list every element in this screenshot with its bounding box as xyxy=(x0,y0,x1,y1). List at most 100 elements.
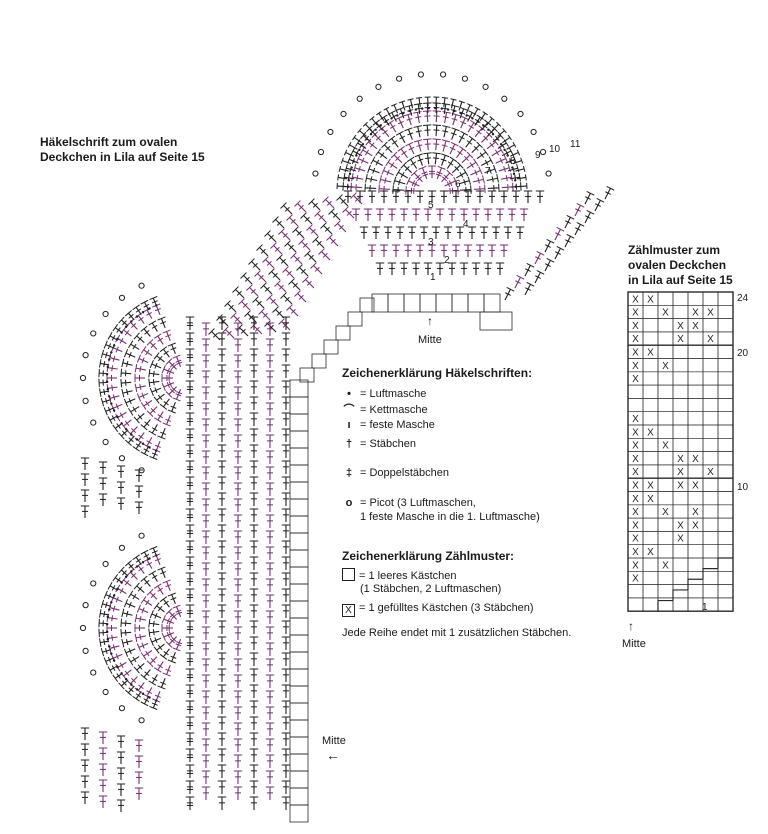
double-stitch xyxy=(217,460,227,474)
double-stitch xyxy=(266,294,279,307)
double-stitch xyxy=(136,642,149,652)
double-stitch xyxy=(233,786,243,800)
single-stitch xyxy=(472,106,481,117)
treble-stitch xyxy=(185,332,195,346)
double-stitch xyxy=(413,111,422,124)
grid-cell xyxy=(702,344,719,359)
round-number-11: 11 xyxy=(570,139,581,150)
double-stitch xyxy=(201,594,211,608)
grid-cell-mark: X xyxy=(647,547,654,558)
double-stitch xyxy=(249,316,259,330)
double-stitch xyxy=(360,146,373,157)
double-stitch xyxy=(356,154,369,164)
grid-cell xyxy=(687,384,704,399)
double-stitch xyxy=(386,120,397,133)
chain-stitch xyxy=(105,630,109,633)
grid-cell xyxy=(672,304,689,319)
double-stitch xyxy=(103,656,115,666)
double-stitch xyxy=(441,102,451,115)
double-stitch xyxy=(116,497,126,510)
double-stitch xyxy=(256,244,269,257)
double-stitch xyxy=(403,112,413,126)
double-stitch xyxy=(281,524,291,538)
double-stitch xyxy=(265,690,275,704)
grid-cell xyxy=(702,424,719,439)
picot xyxy=(102,438,109,446)
single-stitch xyxy=(399,100,406,111)
treble-stitch xyxy=(185,476,195,490)
grid-cell xyxy=(642,437,659,452)
double-stitch xyxy=(471,141,483,153)
double-stitch xyxy=(422,124,432,137)
double-stitch xyxy=(378,125,390,138)
double-stitch xyxy=(406,156,418,169)
chain-stitch xyxy=(390,117,393,120)
double-stitch xyxy=(387,135,399,148)
double-stitch xyxy=(201,498,211,512)
double-stitch xyxy=(447,262,457,275)
single-stitch xyxy=(486,116,495,126)
double-stitch xyxy=(441,139,451,152)
mitte-label-top: Mitte xyxy=(418,334,442,346)
picot xyxy=(138,282,145,289)
double-stitch xyxy=(99,359,110,368)
double-stitch xyxy=(584,209,595,224)
double-stitch xyxy=(282,266,295,279)
double-stitch xyxy=(423,208,433,221)
double-stitch xyxy=(208,328,221,341)
double-stitch xyxy=(281,684,291,698)
single-stitch xyxy=(347,141,358,150)
double-stitch xyxy=(265,418,275,432)
double-stitch xyxy=(249,572,259,586)
grid-cell-mark: X xyxy=(692,321,699,332)
chain-stitch xyxy=(108,395,111,398)
double-stitch xyxy=(463,244,473,257)
grid-cell-mark: X xyxy=(677,520,684,531)
double-stitch xyxy=(136,604,149,614)
legend-item-luftmasche: •= Luftmasche xyxy=(342,387,426,401)
double-stitch xyxy=(281,716,291,730)
filet-square xyxy=(289,583,309,602)
double-stitch xyxy=(201,354,211,368)
double-stitch xyxy=(265,562,275,576)
treble-stitch xyxy=(185,428,195,442)
chain-stitch xyxy=(148,696,151,699)
double-stitch xyxy=(120,576,132,587)
double-stitch xyxy=(544,257,555,272)
double-stitch xyxy=(133,413,145,424)
chain-stitch xyxy=(155,304,158,307)
single-stitch xyxy=(517,183,528,190)
round-number-5: 5 xyxy=(428,200,434,211)
double-stitch xyxy=(132,304,142,315)
double-stitch xyxy=(233,466,243,480)
grid-cell-mark: X xyxy=(632,361,639,372)
double-stitch xyxy=(120,628,132,638)
double-stitch xyxy=(446,156,458,169)
double-stitch xyxy=(103,406,115,416)
double-stitch xyxy=(143,437,153,449)
double-stitch xyxy=(458,130,469,144)
picot xyxy=(79,624,87,632)
double-stitch xyxy=(574,221,585,236)
double-stitch xyxy=(249,476,259,490)
chain-stitch xyxy=(130,683,133,686)
grid-cell-mark: X xyxy=(707,308,714,319)
double-stitch xyxy=(292,226,305,239)
round-number-6: 6 xyxy=(455,179,461,190)
double-stitch xyxy=(134,312,145,324)
treble-stitch xyxy=(185,364,195,378)
double-stitch xyxy=(106,623,117,633)
double-stitch xyxy=(233,402,243,416)
chart-filet-squares xyxy=(289,293,513,823)
chain-stitch xyxy=(120,422,123,425)
double-stitch xyxy=(201,322,211,336)
chain-stitch xyxy=(408,109,411,113)
double-stitch xyxy=(355,190,365,203)
double-stitch xyxy=(233,450,243,464)
chain-stitch xyxy=(135,688,139,691)
double-stitch xyxy=(379,190,389,203)
grid-cell xyxy=(702,584,719,599)
grid-cell-mark: X xyxy=(707,334,714,345)
double-stitch xyxy=(157,678,167,690)
chain-stitch xyxy=(130,433,133,436)
